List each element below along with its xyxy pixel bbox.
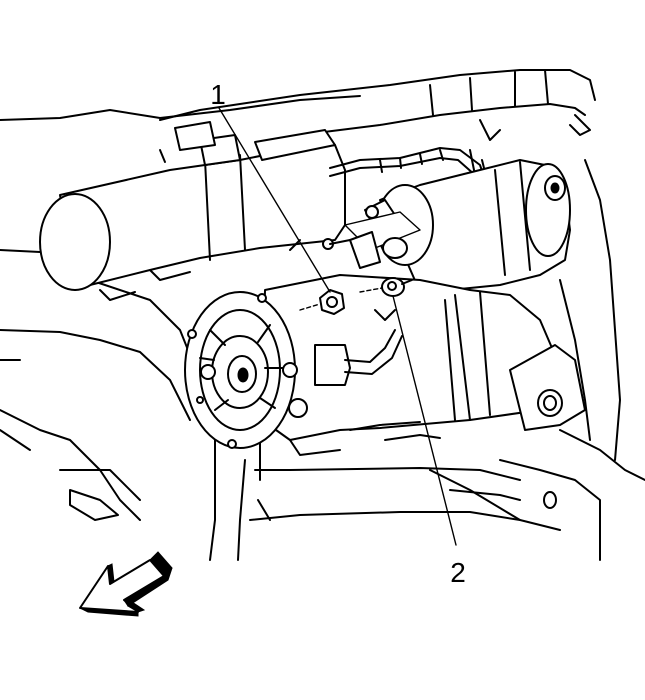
cylinder-component	[39, 121, 346, 301]
front-direction-arrow-icon	[79, 551, 173, 617]
starter-motor-body	[261, 274, 586, 456]
starter-solenoid	[322, 159, 571, 301]
drive-end-housing	[184, 291, 308, 449]
callout-1-leader	[218, 107, 331, 293]
battery-terminal-eyelet	[359, 277, 413, 297]
callout-1-label: 1	[210, 79, 226, 110]
callout-2-label: 2	[450, 557, 466, 588]
callout-2-leader	[392, 295, 457, 546]
mounting-nut	[299, 289, 345, 315]
upper-hose	[159, 69, 596, 141]
